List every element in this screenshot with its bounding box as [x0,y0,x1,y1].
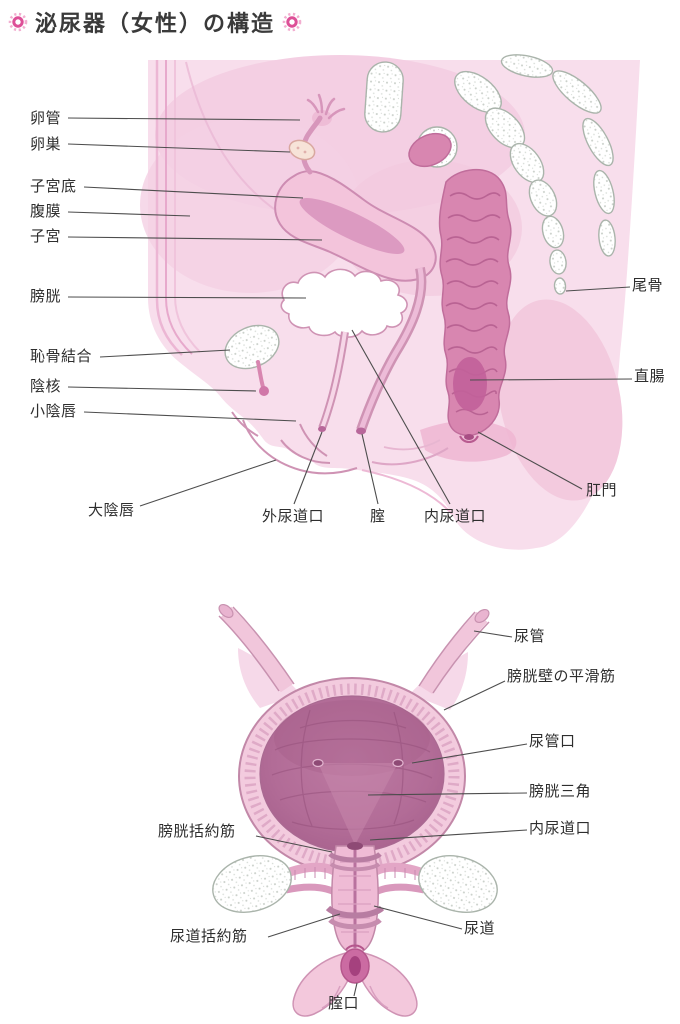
leader-labia-majora [139,459,277,507]
internal-urethral-orifice-shape [347,842,363,850]
label-uterine-fundus: 子宮底 [30,178,77,195]
label-urethral-sphincter: 尿道括約筋 [170,928,248,945]
coccyx-bone [553,277,567,295]
label-clitoris: 陰核 [30,378,62,395]
leader-fallopian-tube [67,117,301,121]
ureter-shapes [218,603,490,694]
vaginal-opening-shape [356,427,366,435]
label-labia-minora: 小陰唇 [30,403,77,420]
leader-ureteral-orifice [411,743,528,764]
label-ureteral-orifice: 尿管口 [529,733,576,750]
label-bladder-wall-smooth-muscle: 膀胱壁の平滑筋 [507,668,616,685]
leader-urethra [373,905,463,930]
vaginal-opening-frontal-shape [349,956,361,976]
uterine-cavity [299,198,405,254]
leader-internal-urethral-orifice-frontal [369,829,528,841]
rectum-shape [408,132,512,437]
ureteral-orifice-left [312,758,324,768]
leader-clitoris [67,386,257,392]
leader-anus [477,431,583,490]
leader-pubic-symphysis [99,349,231,358]
leader-uterine-fundus [83,186,304,199]
external-urethral-orifice-shape [318,426,326,432]
label-coccyx: 尾骨 [632,277,664,294]
label-labia-majora: 大陰唇 [88,502,135,519]
pelvic-bone-left [212,855,292,913]
leader-bladder-sphincter [255,835,333,853]
pelvic-bone-right [418,855,498,913]
leader-internal-urethral-orifice-sagittal [351,329,451,505]
flower-burst-icon [8,12,28,32]
leader-coccyx [565,286,631,292]
ovary-shape [288,139,316,161]
leader-lines [67,117,633,997]
label-pubic-symphysis: 恥骨結合 [30,348,93,365]
leader-urethral-sphincter [267,913,341,938]
vulva-folds [231,411,453,515]
leader-vaginal-opening [353,982,358,997]
ureteral-orifice-right [392,758,404,768]
leader-trigone [367,792,528,796]
label-ureter: 尿管 [514,628,546,645]
label-anus: 肛門 [586,482,618,499]
peritoneum-lines [155,60,331,356]
label-ovary: 卵巣 [30,136,62,153]
leader-vagina [361,433,379,505]
urethra-shape [318,331,349,432]
leader-bladder-wall-smooth-muscle [443,680,506,711]
label-rectum: 直腸 [634,368,666,385]
clitoris-shape [256,360,269,396]
leader-bladder [67,296,307,299]
label-uterus: 子宮 [30,228,62,245]
sagittal-illustration [140,54,640,550]
trigone-shape [318,763,398,845]
label-vagina: 腟 [370,508,386,525]
label-vaginal-opening: 腟口 [328,995,360,1012]
label-fallopian-tube: 卵管 [30,110,62,127]
label-peritoneum: 腹膜 [30,203,62,220]
label-bladder-sphincter: 膀胱括約筋 [158,823,236,840]
leader-rectum [469,378,633,381]
external-genital-shape [292,944,418,1017]
label-internal-urethral-orifice-sagittal: 内尿道口 [424,508,487,525]
peritoneal-fold [238,648,300,708]
leader-ovary [67,143,291,153]
leader-labia-minora [83,411,297,422]
leader-peritoneum [67,211,191,217]
page-header: 泌尿器（女性）の構造 [8,6,302,38]
leader-uterus [67,236,323,241]
bone-shapes [224,54,616,370]
label-urethra: 尿道 [464,920,496,937]
gluteal-region [497,299,623,501]
leader-ureter [473,630,513,638]
leader-external-urethral-orifice [293,431,323,505]
anus-shape [459,434,479,443]
label-bladder: 膀胱 [30,288,62,305]
label-external-urethral-orifice: 外尿道口 [262,508,325,525]
flower-burst-icon [282,12,302,32]
vagina-shape [356,266,427,435]
sphincter-bands [325,851,385,930]
uterus-shape [274,170,437,282]
label-internal-urethral-orifice-frontal: 内尿道口 [529,820,592,837]
bladder-interior-shading [274,700,430,776]
bladder-frontal-illustration [212,603,498,1017]
label-trigone: 膀胱三角 [529,783,592,800]
bladder-shape [280,268,408,338]
page-title: 泌尿器（女性）の構造 [35,11,276,36]
